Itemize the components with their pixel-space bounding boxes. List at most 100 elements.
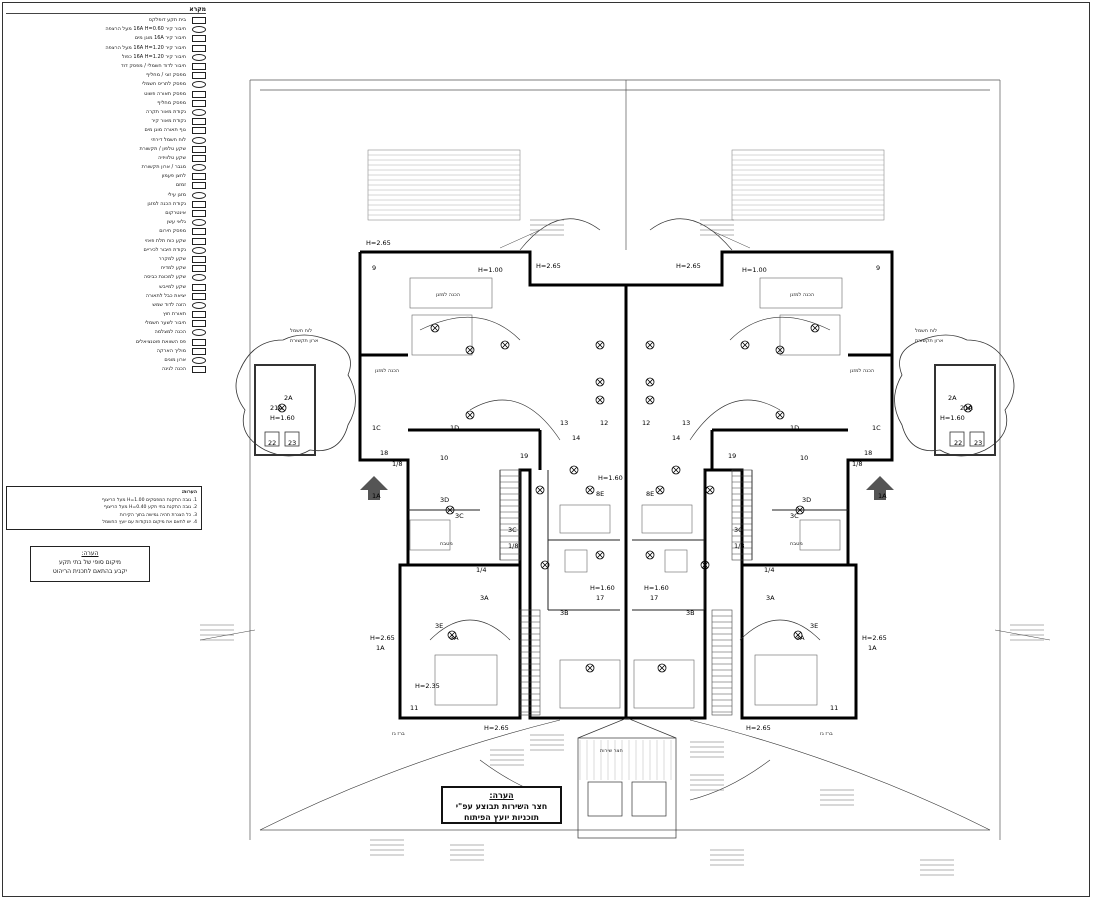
light-point-cross (536, 486, 544, 494)
legend-label: יציאת כבל לתאורה (145, 292, 186, 299)
light-point-cross (448, 631, 456, 639)
legend-item: מגבר / ארון תקשורת (6, 163, 206, 172)
room-name: הכנה למזגן (436, 292, 460, 298)
legend-item: שקע טלפון / תקשורת (6, 145, 206, 154)
room-code: 8E (596, 490, 604, 498)
room-code: 22 (268, 439, 276, 447)
light-point-cross (672, 466, 680, 474)
legend-symbol-icon (192, 136, 206, 144)
light-point-icon (810, 323, 820, 333)
light-point-icon (645, 395, 655, 405)
legend-symbol-icon (192, 90, 206, 98)
legend-symbol-icon (192, 329, 206, 337)
furniture (409, 277, 843, 709)
legend-item: הכנה לגינה (6, 365, 206, 374)
room-code: 14 (672, 434, 680, 442)
room-code: 3C (508, 526, 517, 534)
legend-label: שקע טלוויזיה (158, 154, 186, 161)
legend-item: לוח חשמל דירתי (6, 135, 206, 144)
room-code: 12 (642, 419, 650, 427)
room-code: 3E (435, 622, 443, 630)
legend-item: מפסק לתריס חשמלי (6, 80, 206, 89)
room-code: 1A (372, 492, 381, 500)
room-code: 1/4 (764, 566, 774, 574)
legend-symbol-icon (192, 35, 206, 43)
room-code: 11 (410, 704, 418, 712)
light-point-cross (596, 341, 604, 349)
legend-symbol-icon (192, 118, 206, 126)
legend-item: נקודת מאור תקרה (6, 108, 206, 117)
legend-item: בית תקע דופלקס (6, 16, 206, 25)
legend-symbol-icon (192, 145, 206, 153)
light-point-icon (569, 465, 579, 475)
legend-item: מפסק תאורה פשוט (6, 90, 206, 99)
legend-item: שקע כוח תלת פאזי (6, 237, 206, 246)
room-code: 21A (960, 404, 973, 412)
height-label: H=1.00 (478, 266, 503, 274)
service-unit-right (894, 334, 1015, 457)
light-point-cross (741, 341, 749, 349)
room-code: 1/8 (392, 460, 402, 468)
legend-symbol-icon (192, 44, 206, 52)
remark-line: מיקום סופי של בתי תקע (59, 559, 121, 566)
light-point-icon (277, 403, 287, 413)
legend-label: חיבור קיר 16A מוגן מים (134, 35, 186, 42)
legend-label: חיבור לשער חשמלי (144, 320, 186, 327)
height-label: H=2.65 (366, 239, 391, 247)
light-point-icon (595, 550, 605, 560)
legend-item: חיבור קיר 16A מוגן מים (6, 34, 206, 43)
room-code: 3A (766, 594, 775, 602)
height-label: H=1.60 (590, 584, 615, 592)
legend-symbol-icon (192, 357, 206, 365)
legend-symbol-icon (192, 108, 206, 116)
legend-label: לחצן פעמון (161, 173, 186, 180)
room-name: הכנה למזגן (375, 368, 399, 374)
legend-symbol-icon (192, 366, 206, 374)
legend-symbol-icon (192, 311, 206, 319)
legend-label: מפסק תאורה פשוט (144, 90, 186, 97)
room-code: 2A (284, 394, 293, 402)
room-labels: H=2.65 H=2.65 H=2.65 H=1.00 H=1.00 H=2.6… (268, 239, 982, 732)
height-label: H=2.65 (746, 724, 771, 732)
note-title: הערה: (489, 791, 514, 800)
room-name: חצר שירות (600, 748, 623, 754)
legend-item: נקודת מאור קיר (6, 117, 206, 126)
legend-symbol-icon (192, 237, 206, 245)
service-unit-left (235, 334, 356, 457)
room-code: 14 (572, 434, 580, 442)
light-point-cross (466, 346, 474, 354)
room-name: לוח חשמל (290, 328, 312, 334)
legend-symbol-icon (192, 320, 206, 328)
room-code: 3D (802, 496, 811, 504)
light-point-icon (465, 345, 475, 355)
legend-label: מוליך הארקה (156, 347, 186, 354)
legend-item: מוליך הארקה (6, 347, 206, 356)
light-point-cross (570, 466, 578, 474)
height-label: H=2.65 (862, 634, 887, 642)
service-yard (577, 717, 677, 839)
light-point-cross (541, 561, 549, 569)
legend-item: נקודת חיבור לכיריים (6, 246, 206, 255)
legend-label: בית תקע דופלקס (148, 17, 186, 24)
light-point-cross (776, 346, 784, 354)
room-code: 1D (790, 424, 799, 432)
legend-symbol-icon (192, 81, 206, 89)
stair-flight (711, 609, 733, 716)
legend-item: חיבור קיר 16A H=0.60 מעל הרצפה (6, 25, 206, 34)
room-code: 3A (796, 634, 805, 642)
legend-symbol-icon (192, 173, 206, 181)
light-point-icon (645, 377, 655, 387)
legend-label: אינטרקום (165, 210, 186, 217)
legend-item: חיבור לדוד חשמלי / מפסק דוד (6, 62, 206, 71)
light-point-icon (963, 403, 973, 413)
legend-item: הכנה למצלמה (6, 328, 206, 337)
light-point-cross (646, 341, 654, 349)
legend-label: הזנה לדוד שמש (152, 301, 186, 308)
room-code: 12 (600, 419, 608, 427)
legend-item: אינטרקום (6, 209, 206, 218)
height-label: H=2.35 (415, 682, 440, 690)
legend-label: שקע למייבש (159, 283, 186, 290)
legend-label: מפסק חירום (159, 228, 186, 235)
